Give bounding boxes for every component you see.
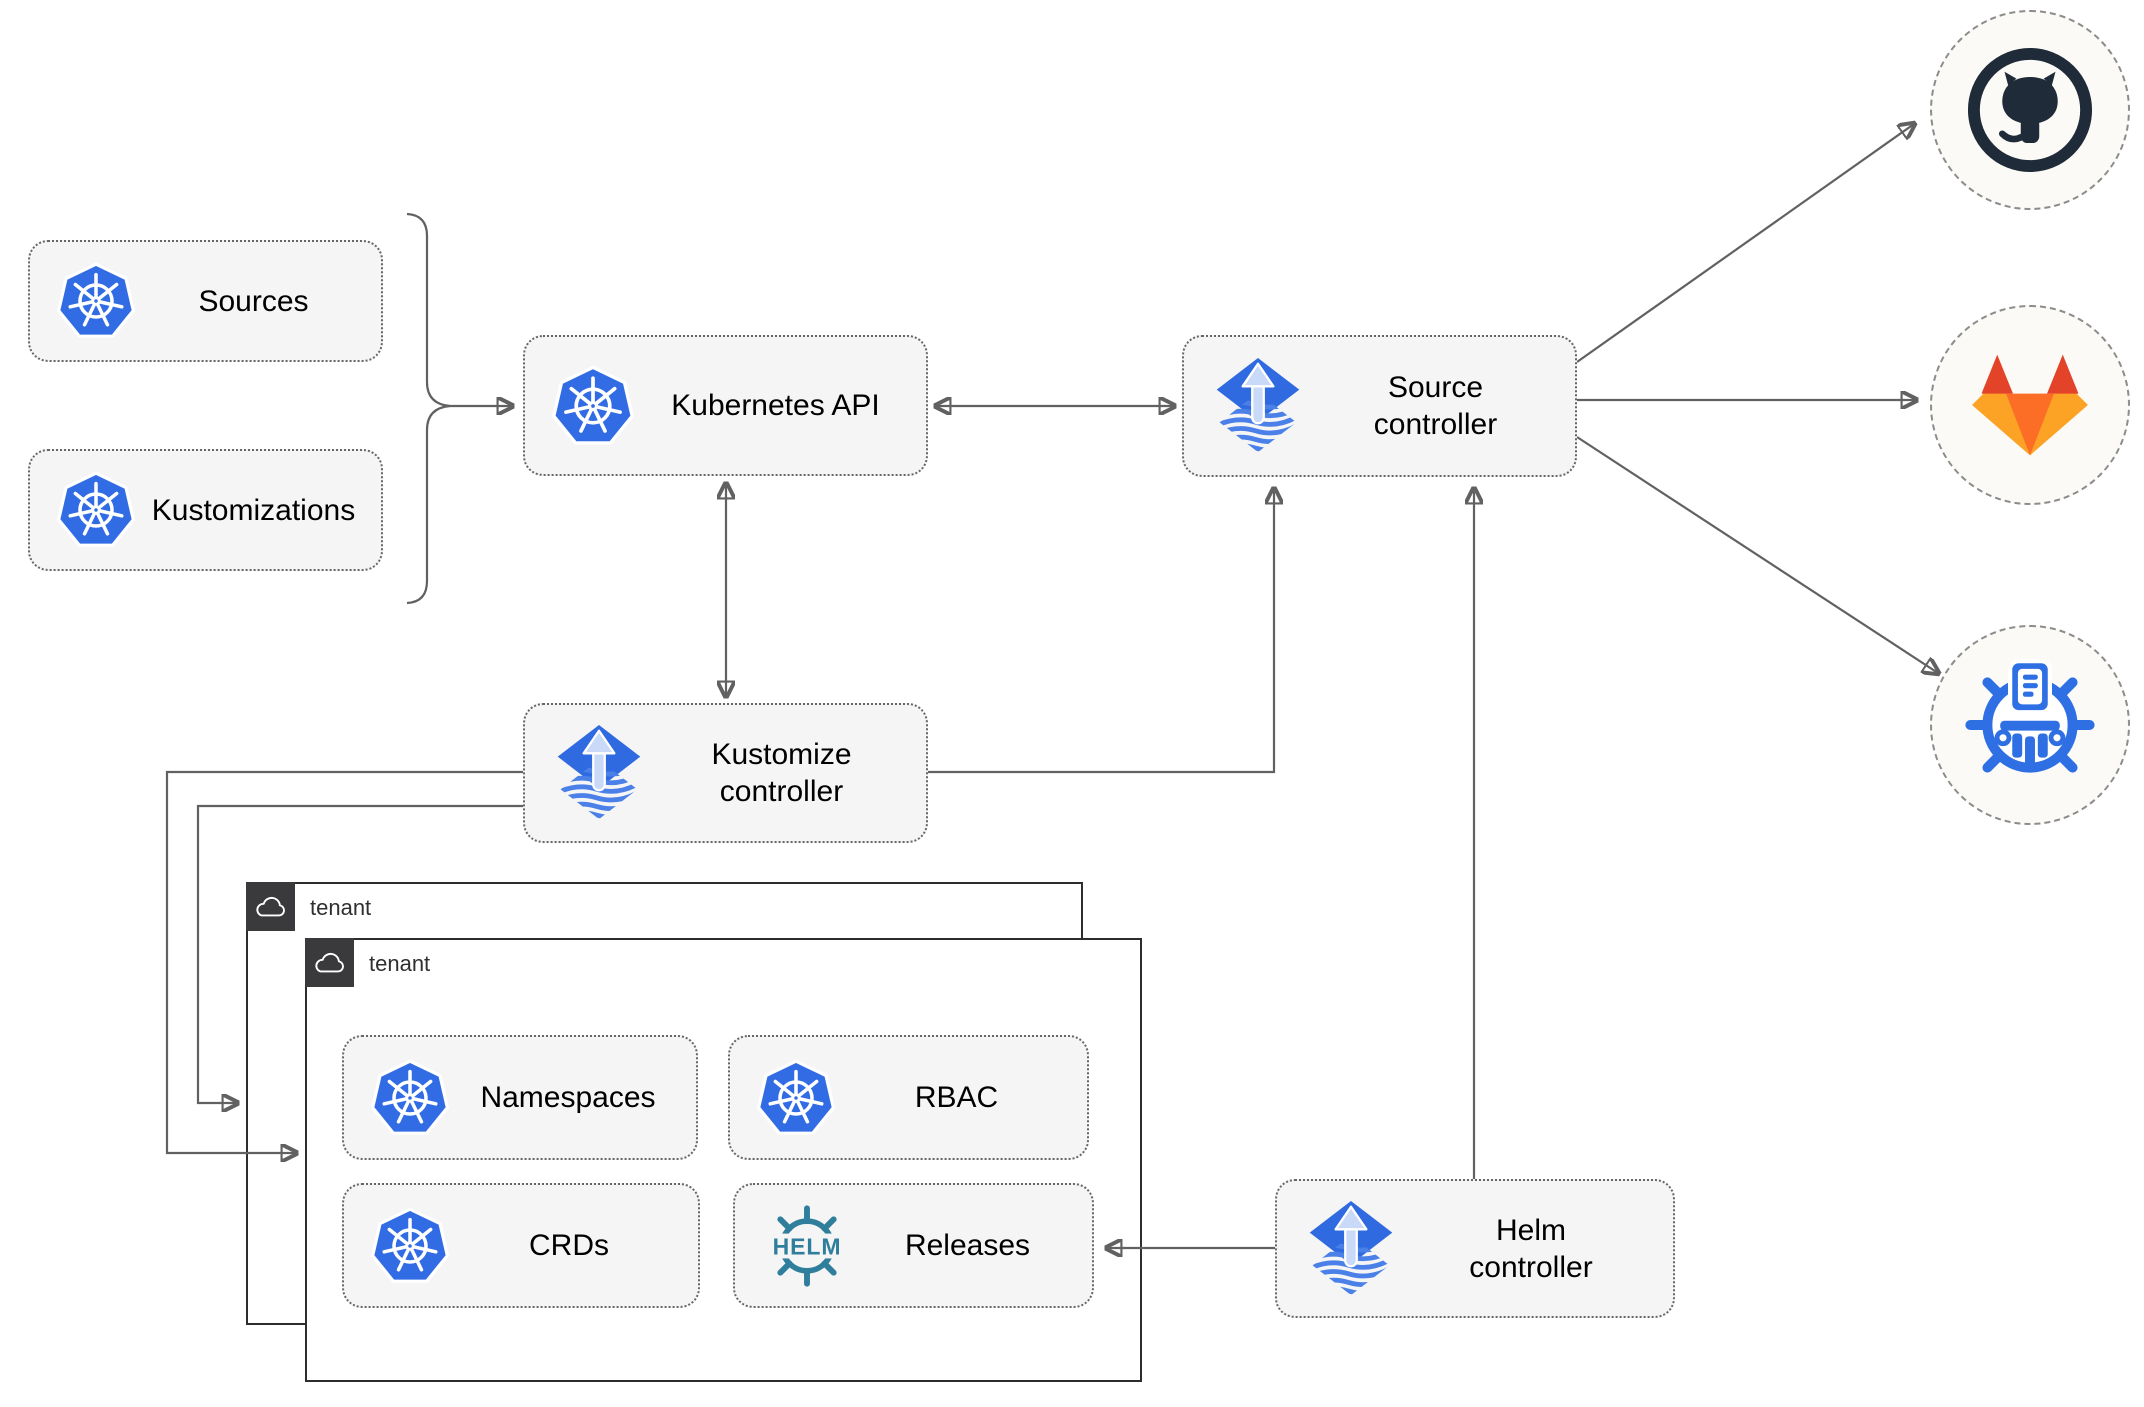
node-label-line2: controller [719,775,844,808]
node-kustomizations: Kustomizations [28,449,383,571]
tenant-label: tenant [310,895,372,920]
kubernetes-icon [370,1058,450,1138]
node-kustomize-controller: Kustomize controller [523,703,928,843]
node-label: Sources [198,284,309,318]
remote-gitlab [1930,305,2130,505]
node-label-line1: Source [1387,371,1484,404]
connector-kustomizectrl-sourcectrl [928,489,1274,774]
kubernetes-icon [370,1206,450,1286]
kubernetes-icon [756,1058,836,1138]
remote-container-registry [1930,625,2130,825]
node-label: Namespaces [480,1081,656,1114]
node-helm-controller: Helm controller [1275,1179,1675,1318]
node-label-line2: controller [1469,1250,1593,1284]
node-rbac: RBAC [728,1035,1089,1160]
cloud-icon [256,896,285,916]
node-label: Helm controller [1399,1212,1663,1286]
node-label: Kubernetes API [671,389,880,422]
node-releases: HELM Releases [733,1183,1094,1308]
connector-sourcectrl-github [1576,124,1914,363]
node-namespaces: Namespaces [342,1035,698,1160]
node-label-line1: Helm [1495,1213,1566,1247]
kubernetes-icon [551,364,635,448]
node-source-controller: Source controller [1182,335,1577,477]
remote-github [1930,10,2130,210]
node-crds: CRDs [342,1183,700,1308]
node-label: Kustomizations [151,493,356,527]
node-label: RBAC [914,1081,999,1114]
node-label: CRDs [529,1229,609,1262]
node-label: Source controller [1306,369,1565,443]
node-kubernetes-api: Kubernetes API [523,335,928,476]
flux-icon [1303,1197,1399,1301]
connector-sourcectrl-registry [1576,436,1938,673]
connector-brace-top [406,212,512,406]
flux-icon [1210,354,1306,458]
gitlab-icon [1972,354,2088,456]
kubernetes-icon [56,261,136,341]
cloud-icon [315,952,344,972]
connector-brace-bottom [406,404,451,605]
tenant-box-front: tenant [304,937,1142,1382]
node-label-line1: Kustomize [711,738,852,771]
flux-icon [551,721,647,825]
tenant-header [304,937,354,987]
github-icon [1964,44,2096,176]
node-label: Releases [904,1229,1031,1262]
tenant-label: tenant [369,951,431,976]
tenant-header [245,881,295,931]
node-label: Kustomize controller [647,736,916,810]
helm-icon: HELM [761,1200,853,1292]
container-registry-icon [1959,654,2101,796]
node-sources: Sources [28,240,383,362]
helm-wordmark: HELM [773,1233,842,1259]
kubernetes-icon [56,470,136,550]
node-label-line2: controller [1373,408,1498,441]
